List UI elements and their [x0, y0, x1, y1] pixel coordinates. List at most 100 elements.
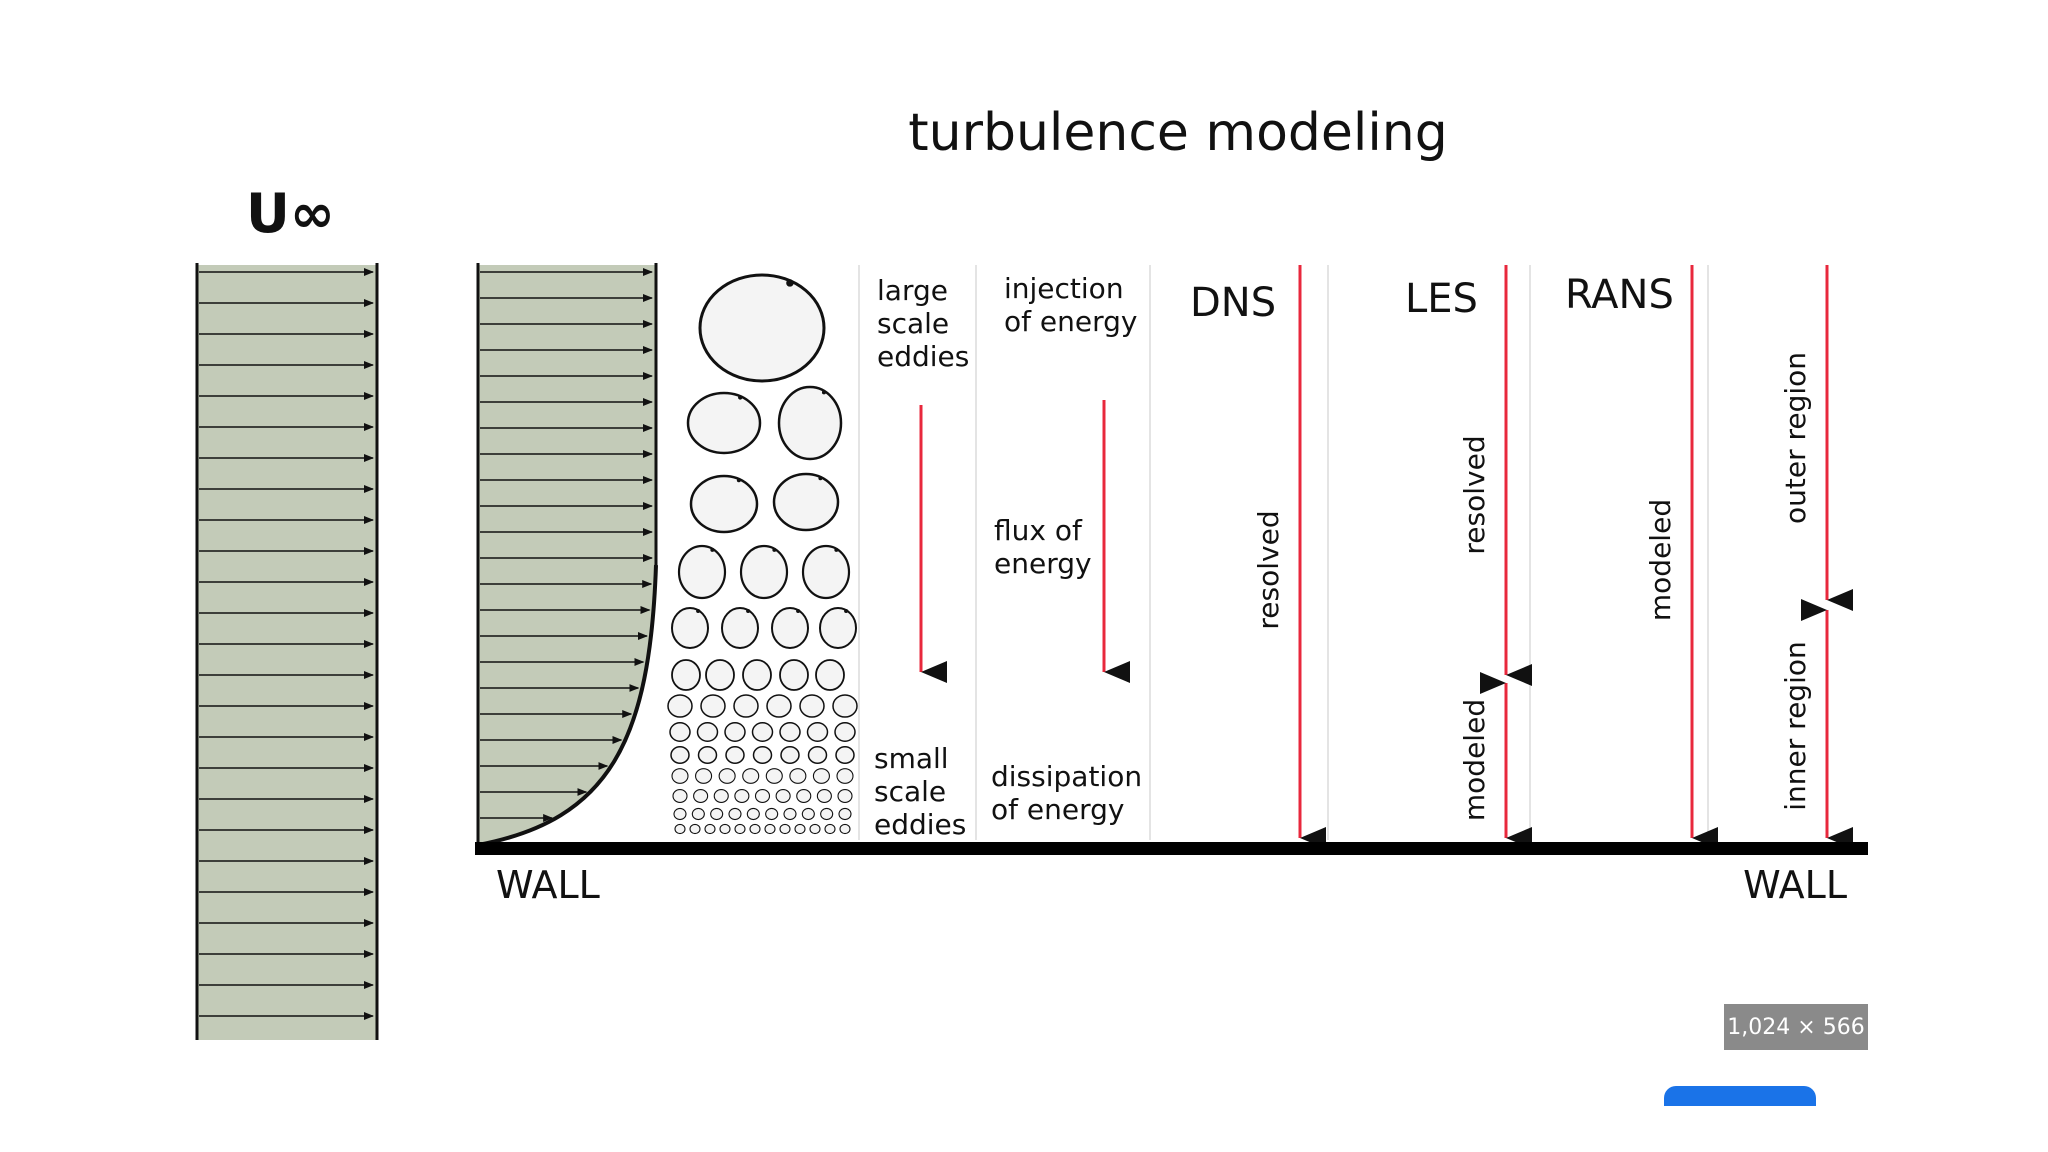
small-eddies-label: small scale eddies	[874, 742, 966, 841]
eddy	[752, 745, 773, 765]
eddy	[820, 807, 834, 821]
dissipation-line-2: of energy	[991, 793, 1124, 826]
eddy	[704, 823, 716, 835]
eddy	[705, 659, 735, 691]
eddy	[670, 745, 690, 765]
rans-label: RANS	[1565, 272, 1674, 318]
dissipation-line-1: dissipation	[991, 760, 1142, 793]
eddy	[779, 823, 791, 835]
image-size-badge: 1,024 × 566	[1724, 1004, 1868, 1050]
eddy	[734, 823, 746, 835]
eddy	[766, 694, 792, 718]
eddy-rotation-marker	[844, 609, 849, 613]
eddy	[806, 722, 829, 742]
eddy	[696, 722, 719, 742]
eddy-rotation-marker	[696, 609, 701, 613]
eddy	[739, 544, 789, 600]
eddy	[734, 789, 750, 803]
les-modeled-label: modeled	[1458, 699, 1491, 821]
eddy	[789, 768, 807, 784]
eddy-rotation-marker	[834, 547, 839, 552]
eddy	[728, 807, 742, 821]
eddy	[815, 659, 845, 691]
eddy	[834, 722, 856, 742]
flux-of-energy-label: flux of energy	[994, 514, 1092, 580]
eddy	[718, 768, 736, 784]
small-eddies-line-1: small	[874, 742, 949, 775]
boundary-layer-velocity-curve	[477, 564, 658, 847]
eddy	[838, 807, 852, 821]
wall-label-left: WALL	[496, 863, 600, 907]
eddy-rotation-marker	[796, 609, 801, 613]
eddy	[721, 607, 759, 649]
eddy	[689, 823, 701, 835]
eddy	[832, 694, 858, 718]
eddy	[779, 659, 809, 691]
eddy-rotation-marker	[818, 476, 823, 481]
eddy-rotation-marker	[738, 395, 743, 400]
large-eddies-line-2: scale	[877, 307, 949, 340]
freestream-label: U∞	[246, 182, 335, 245]
dns-resolved-label: resolved	[1252, 510, 1285, 629]
les-label: LES	[1405, 276, 1478, 322]
large-eddies-label: large scale eddies	[877, 274, 969, 373]
eddy-rotation-marker	[710, 547, 715, 552]
eddy-rotation-marker	[821, 390, 826, 395]
eddy	[765, 768, 783, 784]
freestream-velocity-arrows	[199, 268, 374, 1020]
blue-action-tab[interactable]	[1664, 1086, 1816, 1106]
eddy-cascade	[667, 273, 858, 835]
eddy	[754, 789, 771, 803]
eddy	[667, 694, 693, 718]
eddy	[695, 768, 713, 784]
eddy	[751, 722, 774, 742]
eddy	[835, 745, 855, 765]
large-eddies-line-1: large	[877, 274, 948, 307]
freestream-profile	[195, 263, 379, 1040]
eddy	[686, 391, 762, 455]
eddy-rotation-marker	[786, 279, 794, 287]
eddy	[794, 823, 806, 835]
eddy	[783, 807, 797, 821]
eddy	[764, 823, 776, 835]
eddy	[672, 789, 688, 803]
eddy	[713, 789, 729, 803]
large-eddies-line-3: eddies	[877, 340, 969, 373]
eddy	[824, 823, 836, 835]
eddy	[837, 789, 853, 803]
eddy	[677, 544, 727, 600]
eddy	[697, 745, 718, 765]
eddy	[669, 722, 691, 742]
eddy	[691, 807, 705, 821]
eddy	[836, 768, 854, 784]
diagram-title: turbulence modeling	[908, 103, 1448, 163]
freestream-profile-fill	[197, 265, 377, 1040]
rans-modeled-label: modeled	[1644, 499, 1677, 621]
eddy	[801, 807, 815, 821]
eddy	[725, 745, 745, 765]
eddy	[671, 607, 709, 649]
eddy	[733, 694, 759, 718]
eddy	[819, 607, 857, 649]
wall-label-right: WALL	[1743, 863, 1847, 907]
eddy	[719, 823, 731, 835]
injection-line-1: injection	[1004, 272, 1124, 305]
eddy	[799, 694, 825, 718]
eddy	[742, 659, 772, 691]
injection-of-energy-label: injection of energy	[1004, 272, 1137, 338]
eddy	[816, 789, 832, 803]
eddy	[710, 807, 724, 821]
eddy	[807, 745, 828, 765]
eddy	[689, 474, 759, 534]
flux-line-2: energy	[994, 547, 1092, 580]
outer-region-label: outer region	[1779, 352, 1812, 524]
eddy	[673, 807, 687, 821]
eddy	[724, 722, 746, 742]
injection-line-2: of energy	[1004, 305, 1137, 338]
eddy	[775, 789, 791, 803]
eddy	[777, 385, 843, 461]
eddy	[693, 789, 709, 803]
eddy	[812, 768, 830, 784]
eddy	[765, 807, 779, 821]
eddy	[779, 722, 801, 742]
